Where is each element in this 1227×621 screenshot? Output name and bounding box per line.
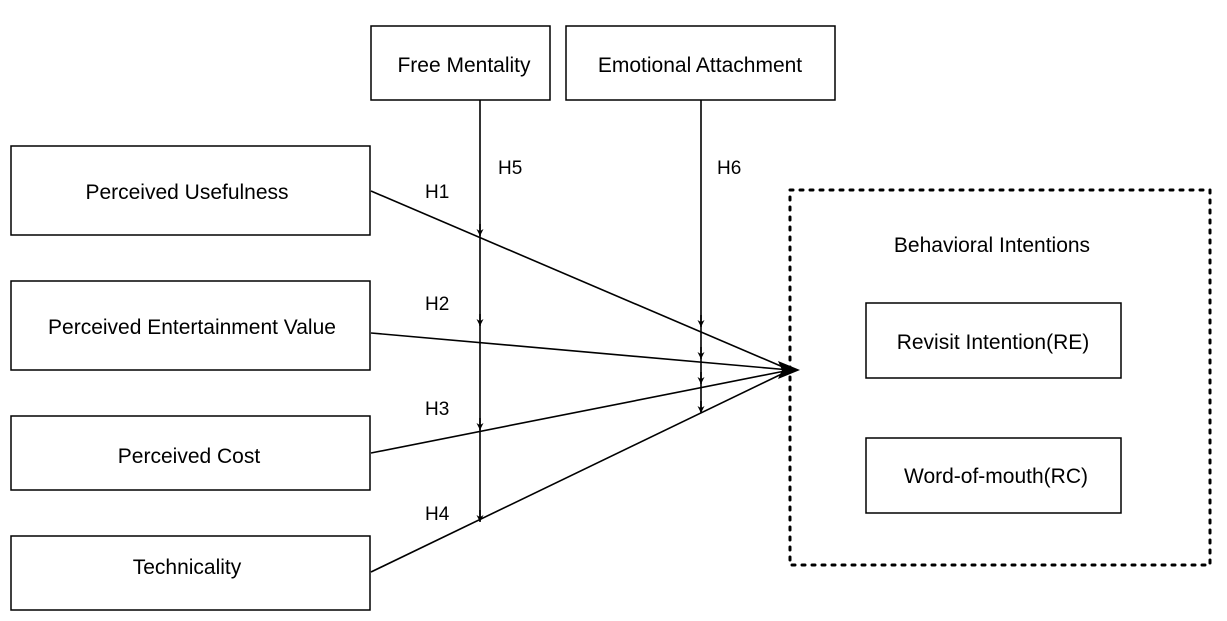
perceived-entertainment-value-label: Perceived Entertainment Value — [48, 316, 336, 339]
word-of-mouth-label: Word-of-mouth(RC) — [904, 465, 1088, 488]
arrowhead-behavioral-intentions — [778, 361, 800, 379]
revisit-intention-label: Revisit Intention(RE) — [897, 331, 1090, 354]
perceived-usefulness-box: Perceived Usefulness — [10, 145, 371, 236]
behavioral-intentions-title: Behavioral Intentions — [894, 234, 1090, 257]
edge-h4-technicality — [370, 369, 791, 573]
perceived-cost-box: Perceived Cost — [10, 415, 371, 491]
perceived-cost-label: Perceived Cost — [118, 445, 261, 468]
behavioral-intentions-group — [788, 188, 1212, 567]
hypothesis-h5-label: H5 — [498, 158, 522, 179]
edge-h2-entertainment — [370, 332, 791, 371]
hypothesis-h6-label: H6 — [717, 158, 741, 179]
emotional-attachment-label: Emotional Attachment — [598, 54, 802, 77]
perceived-entertainment-value-box: Perceived Entertainment Value — [10, 280, 371, 371]
hypothesis-h3-label: H3 — [425, 399, 449, 420]
emotional-attachment-box: Emotional Attachment — [565, 25, 836, 101]
technicality-box: Technicality — [10, 535, 371, 611]
edge-h1-usefulness — [370, 190, 791, 371]
edge-h3-cost — [370, 369, 791, 454]
perceived-usefulness-label: Perceived Usefulness — [85, 181, 288, 204]
free-mentality-label: Free Mentality — [397, 54, 531, 77]
word-of-mouth-box: Word-of-mouth(RC) — [865, 437, 1122, 514]
technicality-label: Technicality — [133, 556, 242, 579]
hypothesis-h4-label: H4 — [425, 504, 450, 525]
free-mentality-box: Free Mentality — [370, 25, 551, 101]
hypothesis-h1-label: H1 — [425, 182, 449, 203]
revisit-intention-box: Revisit Intention(RE) — [865, 302, 1122, 379]
hypothesis-h2-label: H2 — [425, 294, 449, 315]
